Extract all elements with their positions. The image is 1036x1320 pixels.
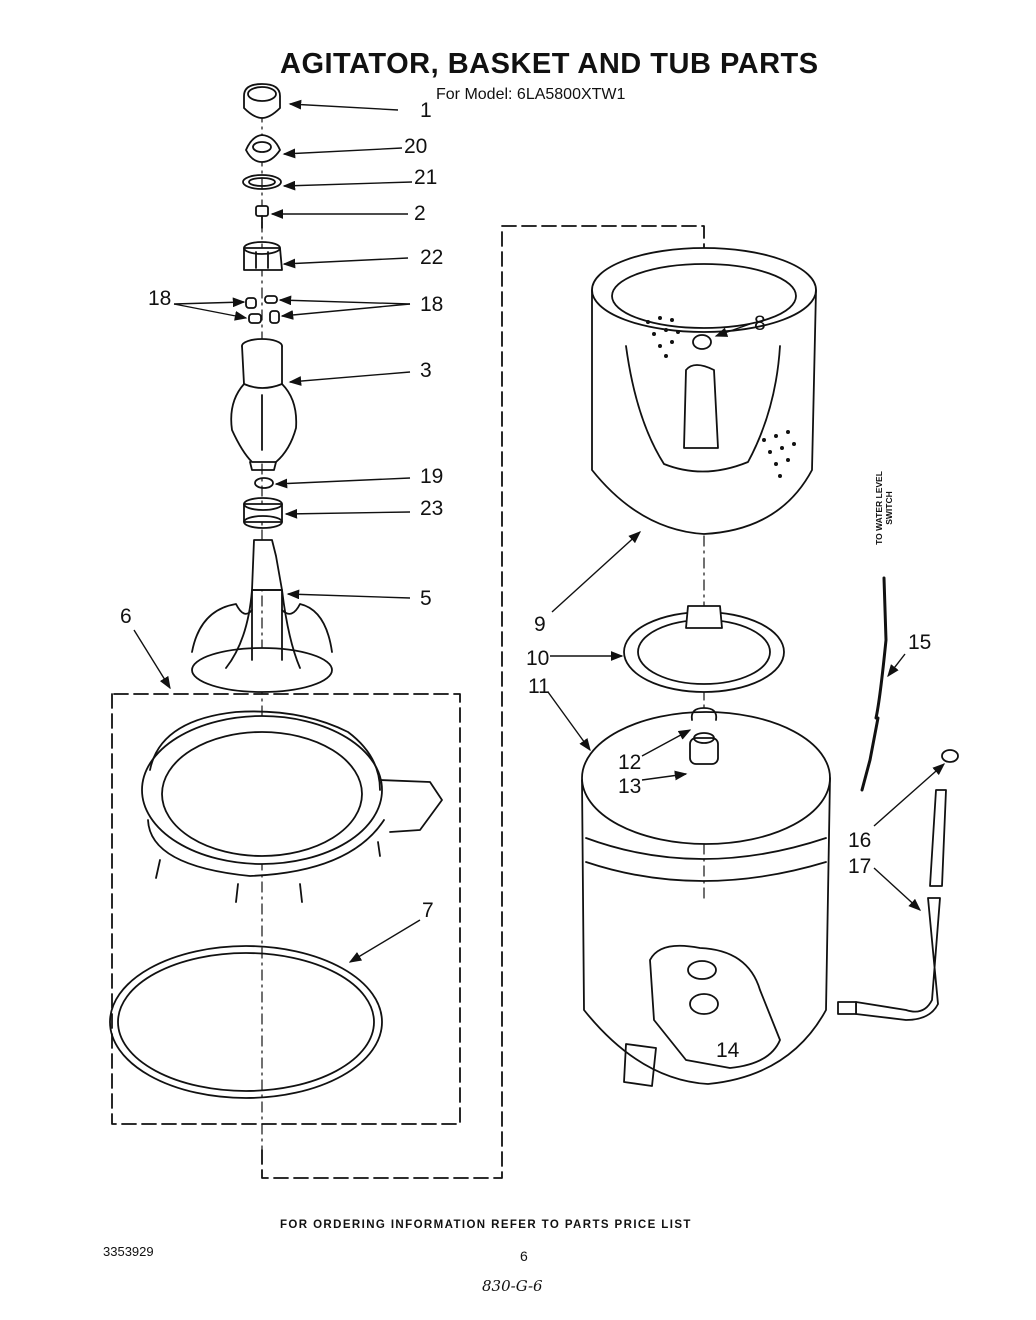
- handwritten-note: 830-G-6: [482, 1277, 543, 1295]
- callout-15: 15: [908, 631, 932, 654]
- cam-driver-part: [243, 241, 283, 271]
- basket-perforations: [646, 316, 796, 478]
- grommet-part: [941, 749, 959, 763]
- pressure-hose-part: [874, 576, 888, 720]
- page-title: AGITATOR, BASKET AND TUB PARTS: [280, 48, 819, 80]
- dog-parts: [245, 295, 280, 324]
- outer-tub-part: [581, 711, 831, 1087]
- callout-12: 12: [618, 751, 642, 774]
- callout-leaders: [133, 99, 946, 963]
- callout-3: 3: [420, 359, 432, 382]
- callout-16: 16: [848, 829, 872, 852]
- seal-part: [689, 732, 719, 765]
- agitator-base-part: [191, 539, 333, 693]
- callout-23: 23: [420, 497, 444, 520]
- callout-8: 8: [754, 312, 766, 335]
- basket-group-box: [111, 693, 461, 1125]
- callout-1: 1: [420, 99, 432, 122]
- gasket-ring-part: [109, 945, 383, 1099]
- document-number: 3353929: [103, 1244, 154, 1259]
- balance-ring-part: [141, 710, 443, 903]
- bolt-part: [255, 205, 269, 229]
- callout-7: 7: [422, 899, 434, 922]
- callout-21: 21: [414, 166, 438, 189]
- callout-19: 19: [420, 465, 444, 488]
- callout-13: 13: [618, 775, 642, 798]
- ring-part: [242, 174, 282, 190]
- water-level-switch-label: TO WATER LEVEL SWITCH: [874, 471, 894, 545]
- spin-basket-part: [591, 247, 817, 535]
- callout-17: 17: [848, 855, 872, 878]
- assembly-link-line: [261, 225, 705, 1179]
- model-line: For Model: 6LA5800XTW1: [436, 86, 626, 103]
- agitator-barrel-part: [230, 338, 298, 471]
- callout-14: 14: [716, 1039, 740, 1062]
- callout-11: 11: [528, 675, 550, 698]
- callout-10: 10: [526, 647, 550, 670]
- small-ring-part: [254, 477, 274, 489]
- callout-2: 2: [414, 202, 426, 225]
- callout-5: 5: [420, 587, 432, 610]
- callout-6: 6: [120, 605, 132, 628]
- callout-22: 22: [420, 246, 444, 269]
- callout-18-left: 18: [148, 287, 172, 310]
- callout-20: 20: [404, 135, 428, 158]
- page-number: 6: [520, 1248, 528, 1264]
- callout-9: 9: [534, 613, 546, 636]
- agitator-cap-part: [243, 83, 281, 119]
- drain-hose-part: [929, 789, 947, 887]
- coupling-part: [243, 497, 283, 529]
- clip-part: [690, 707, 718, 721]
- callout-18-right: 18: [420, 293, 444, 316]
- ordering-note: FOR ORDERING INFORMATION REFER TO PARTS …: [280, 1219, 692, 1231]
- drive-hub-part: [623, 605, 785, 693]
- cam-part: [245, 134, 281, 163]
